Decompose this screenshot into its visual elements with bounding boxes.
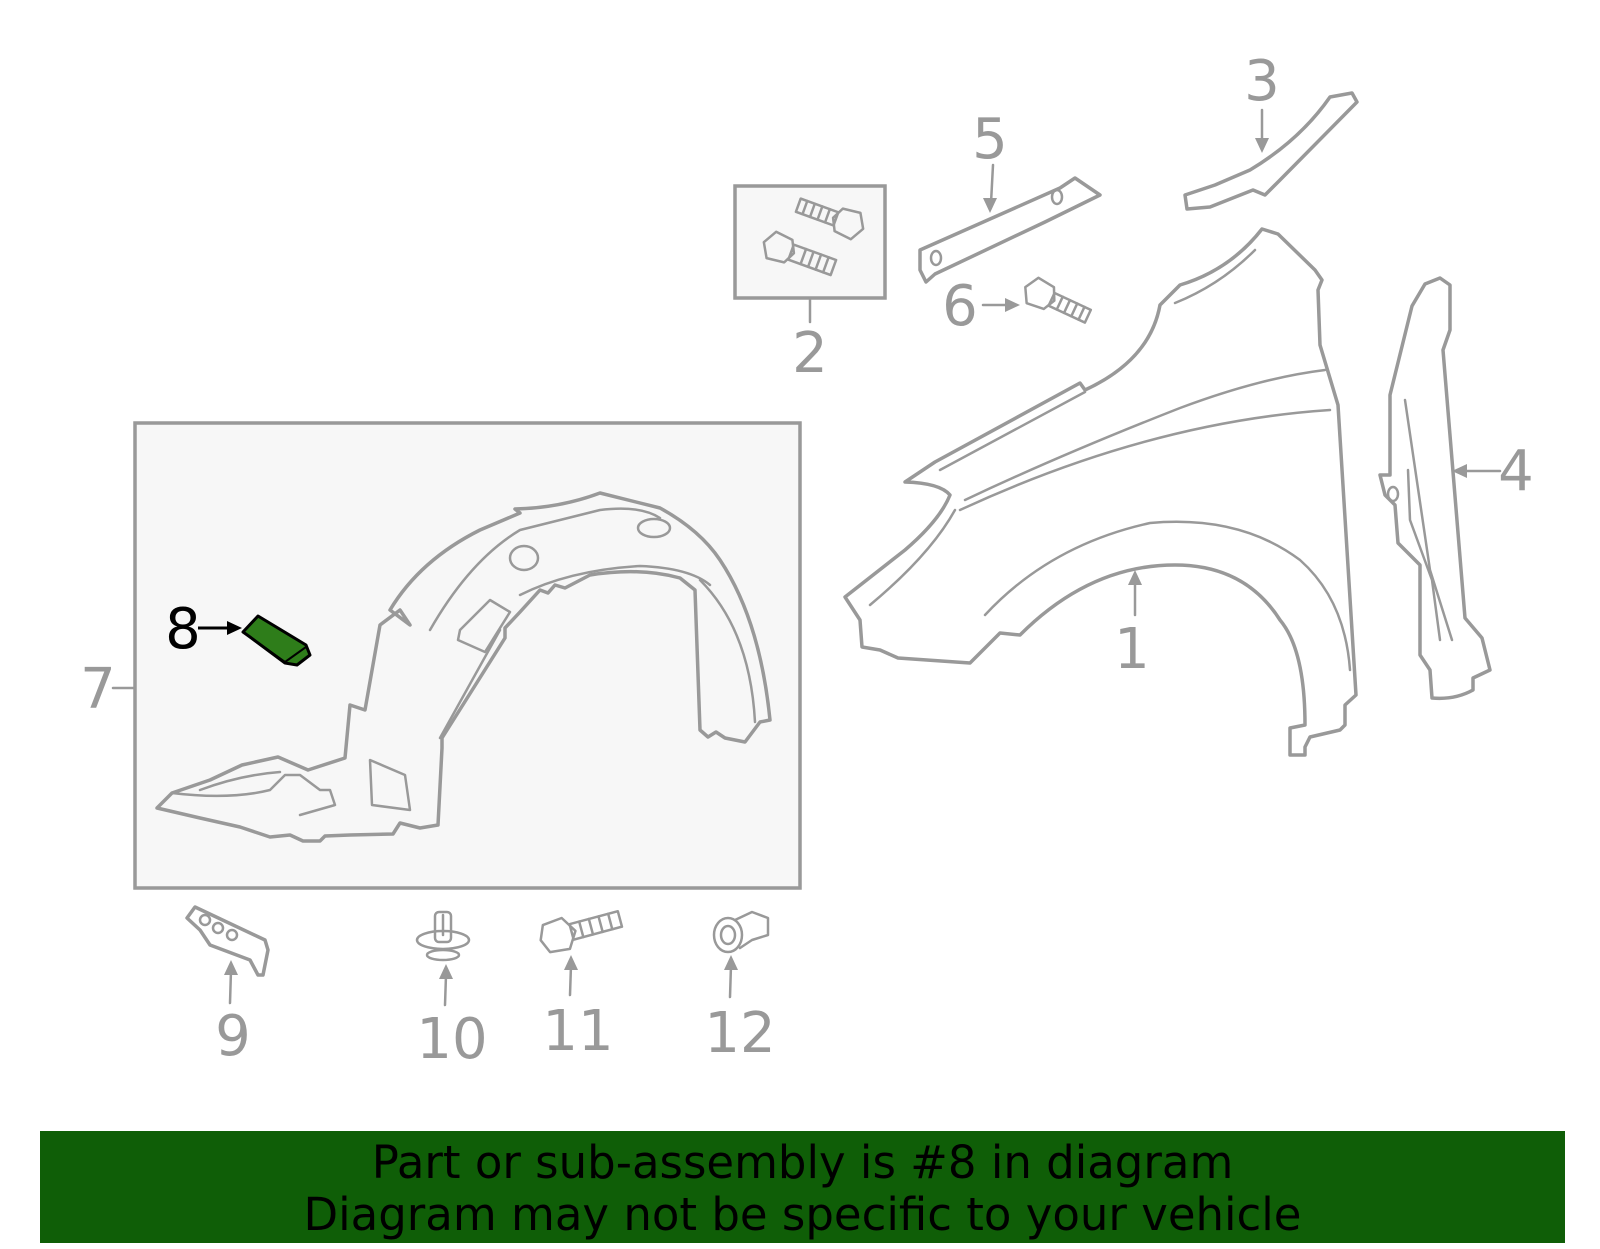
callout-6: 6 <box>942 274 978 339</box>
callout-4-arrow <box>1452 464 1467 478</box>
callout-1-arrow <box>1128 570 1142 585</box>
callout-6-arrow <box>1005 298 1020 312</box>
fender-part-1[interactable] <box>843 227 1358 757</box>
liner-assembly-box <box>133 421 802 890</box>
shield-part-8-highlighted[interactable] <box>241 614 312 667</box>
callout-7: 7 <box>80 657 116 722</box>
callout-3: 3 <box>1244 49 1280 114</box>
trim-strip-part-3[interactable] <box>1183 91 1359 211</box>
banner-line-1: Part or sub-assembly is #8 in diagram <box>371 1136 1234 1189</box>
callout-2: 2 <box>792 321 828 386</box>
bracket-part-5[interactable] <box>918 176 1102 284</box>
callout-5-leader <box>989 163 995 205</box>
seal-part-4[interactable] <box>1378 276 1492 701</box>
callout-10: 10 <box>416 1007 487 1072</box>
callout-8: 8 <box>165 597 201 662</box>
bolt-set-part-2[interactable] <box>759 192 868 281</box>
callout-9: 9 <box>215 1004 251 1069</box>
bolt-set-box <box>733 184 887 300</box>
callout-5: 5 <box>972 107 1008 172</box>
fender-liner-part-7[interactable] <box>155 491 772 843</box>
callout-3-arrow <box>1255 138 1269 153</box>
bolt-part-11[interactable] <box>537 903 624 955</box>
banner-line-2: Diagram may not be specific to your vehi… <box>303 1188 1302 1241</box>
callout-9-arrow <box>224 960 238 975</box>
callout-12-arrow <box>724 955 738 970</box>
nut-part-12[interactable] <box>712 910 770 954</box>
callout-4: 4 <box>1498 439 1534 504</box>
callout-5-arrow <box>983 198 997 213</box>
callout-10-leader <box>443 973 448 1007</box>
callout-12-leader <box>728 963 733 999</box>
callout-8-arrow <box>227 621 242 635</box>
clip-part-10[interactable] <box>415 910 471 962</box>
callout-1: 1 <box>1114 617 1150 682</box>
callout-11-arrow <box>564 955 578 970</box>
info-banner: Part or sub-assembly is #8 in diagram Di… <box>40 1131 1565 1243</box>
callout-12: 12 <box>704 1001 775 1066</box>
callout-9-leader <box>228 968 233 1005</box>
bracket-part-9[interactable] <box>185 905 270 977</box>
bolt-part-6[interactable] <box>1019 274 1093 329</box>
callout-10-arrow <box>439 964 453 979</box>
callout-11: 11 <box>542 999 613 1064</box>
